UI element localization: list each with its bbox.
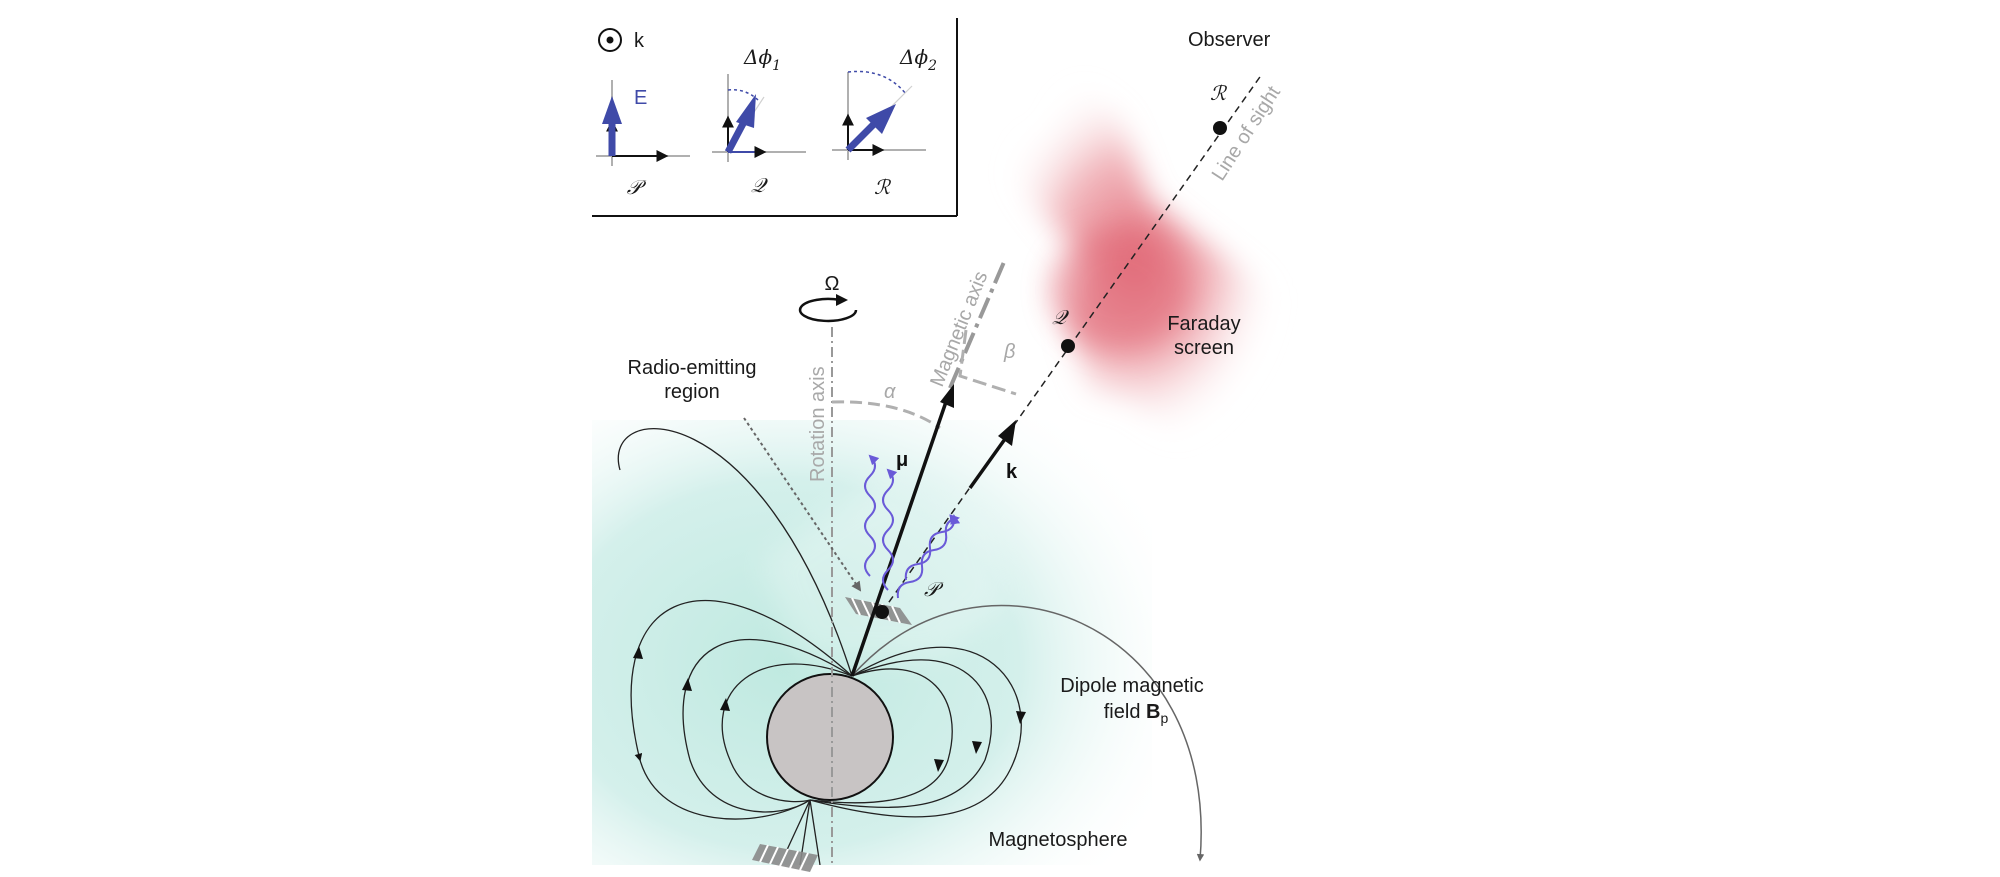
point-r-label: ℛ <box>1210 81 1228 105</box>
faraday-screen-label-1: Faraday <box>1167 313 1240 335</box>
point-r-dot <box>1213 121 1227 135</box>
dipole-label-2: field Bp <box>1104 701 1169 726</box>
omega-rotation-icon <box>798 294 858 323</box>
inset-panel-p-label: 𝒫 <box>627 175 647 199</box>
inset-panel-q: Δϕ1 𝒬 <box>712 45 806 197</box>
radio-region-label-2: region <box>664 381 720 403</box>
inset-panel-q-label: 𝒬 <box>751 173 769 197</box>
k-out-of-page-icon <box>598 28 622 52</box>
k-vector <box>968 430 1012 490</box>
radio-waves <box>864 454 961 599</box>
beta-label: β <box>1003 341 1015 363</box>
dipole-field-lines <box>617 428 1205 865</box>
inset-dphi2-label: Δϕ2 <box>899 45 937 74</box>
field-line-arrows <box>633 646 1026 772</box>
k-vector-label: k <box>1006 461 1018 483</box>
inset-dphi1-label: Δϕ1 <box>743 45 781 74</box>
beta-bracket <box>958 329 1017 396</box>
faraday-screen-cloud <box>990 70 1280 450</box>
magnetic-axis-line <box>948 261 1006 389</box>
neutron-star <box>766 673 894 801</box>
inset-panel-r: Δϕ2 ℛ <box>832 45 937 199</box>
point-p-dot <box>875 605 889 619</box>
point-q-dot <box>1061 339 1075 353</box>
alpha-arc <box>831 400 941 430</box>
rotation-axis-label: Rotation axis <box>807 366 829 482</box>
mu-label: μ <box>896 449 908 471</box>
point-q-label: 𝒬 <box>1052 305 1070 329</box>
magnetosphere-label: Magnetosphere <box>989 829 1128 851</box>
polar-cap-hatch-bottom <box>752 844 818 872</box>
inset-k-label: k <box>634 30 645 52</box>
inset-panel-r-label: ℛ <box>874 175 892 199</box>
radio-region-label-1: Radio-emitting <box>628 357 757 379</box>
inset-e-label: E <box>634 87 647 109</box>
alpha-label: α <box>884 381 896 403</box>
polarization-inset: k E 𝒫 Δϕ1 𝒬 <box>592 18 958 217</box>
mu-vector <box>850 395 950 677</box>
radio-region-pointer <box>743 417 862 592</box>
faraday-screen-label-2: screen <box>1174 337 1234 359</box>
inset-panel-p: E 𝒫 <box>596 80 690 199</box>
observer-label: Observer <box>1188 29 1271 51</box>
magnetosphere-glow <box>592 420 1152 865</box>
omega-label: Ω <box>825 273 840 295</box>
dipole-label-1: Dipole magnetic <box>1060 675 1203 697</box>
